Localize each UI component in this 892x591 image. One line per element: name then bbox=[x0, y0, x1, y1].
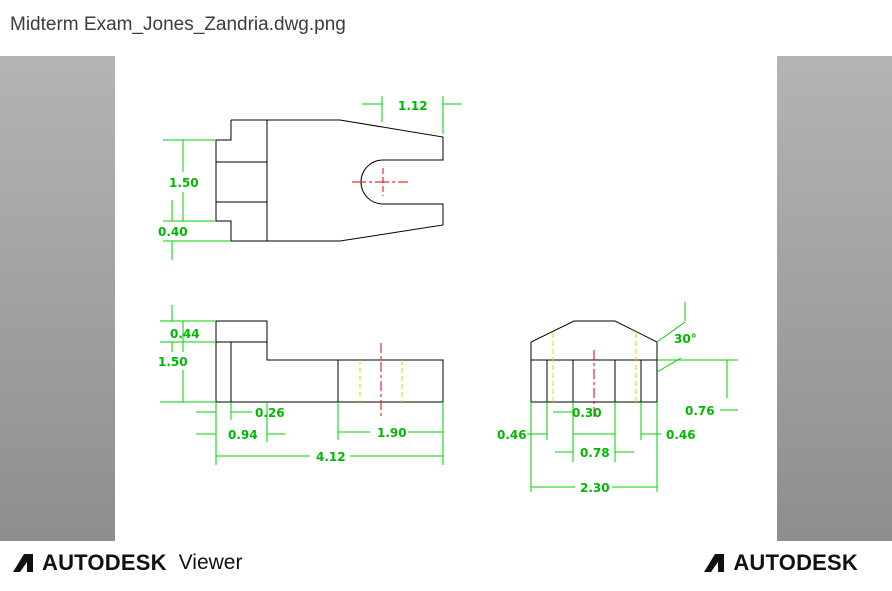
top-view bbox=[215, 119, 444, 242]
dim-side-2-30: 2.30 bbox=[580, 481, 610, 495]
front-view bbox=[215, 320, 444, 403]
brand-name: AUTODESK bbox=[733, 550, 858, 575]
dim-side-0-46-left: 0.46 bbox=[497, 428, 527, 442]
autodesk-logo: AUTODESK bbox=[703, 550, 858, 576]
dim-side-0-46-right: 0.46 bbox=[666, 428, 696, 442]
dim-front-4-12: 4.12 bbox=[316, 450, 346, 464]
top-view-left-step bbox=[215, 120, 232, 241]
drawing-canvas[interactable]: 1.12 1.50 0.40 0.44 1.50 0.26 0.94 1.90 … bbox=[115, 56, 777, 541]
dim-front-0-26: 0.26 bbox=[255, 406, 285, 420]
dim-front-1-90: 1.90 bbox=[377, 426, 407, 440]
dim-front-0-44: 0.44 bbox=[170, 327, 200, 341]
autodesk-logo-icon bbox=[13, 554, 33, 572]
right-gutter bbox=[777, 56, 892, 541]
front-view-outline bbox=[215, 320, 444, 403]
top-view-outline-lower bbox=[231, 203, 444, 242]
top-view-centerlines bbox=[352, 168, 408, 196]
dim-front-0-94: 0.94 bbox=[228, 428, 258, 442]
dim-top-1-50: 1.50 bbox=[169, 176, 199, 190]
dim-front-1-50: 1.50 bbox=[158, 355, 188, 369]
file-title: Midterm Exam_Jones_Zandria.dwg.png bbox=[10, 14, 346, 35]
front-view-hidden bbox=[359, 360, 403, 402]
dim-top-0-40: 0.40 bbox=[158, 225, 188, 239]
dimension-lines bbox=[160, 96, 738, 492]
dim-top-1-12: 1.12 bbox=[398, 99, 428, 113]
dimension-texts: 1.12 1.50 0.40 0.44 1.50 0.26 0.94 1.90 … bbox=[158, 99, 715, 495]
top-view-outline-upper bbox=[231, 119, 444, 161]
dim-side-0-76: 0.76 bbox=[685, 404, 715, 418]
side-view-outline bbox=[530, 320, 658, 403]
dim-side-0-78: 0.78 bbox=[580, 446, 610, 460]
autodesk-viewer-logo: AUTODESK Viewer bbox=[12, 550, 242, 576]
autodesk-logo-icon bbox=[704, 554, 725, 572]
side-view-hidden bbox=[552, 333, 637, 402]
cad-drawing: 1.12 1.50 0.40 0.44 1.50 0.26 0.94 1.90 … bbox=[158, 96, 738, 495]
brand-name: AUTODESK bbox=[42, 550, 167, 575]
dim-side-30deg: 30° bbox=[674, 332, 697, 346]
product-name: Viewer bbox=[178, 551, 243, 574]
left-gutter bbox=[0, 56, 115, 541]
dim-side-0-30: 0.30 bbox=[572, 406, 602, 420]
